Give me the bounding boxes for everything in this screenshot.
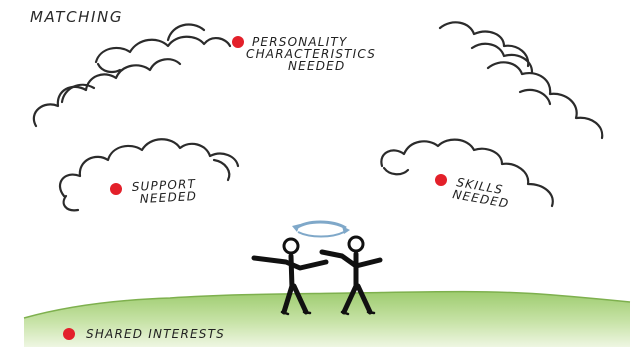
diagram-title: MATCHING (30, 8, 123, 26)
label-support-line2: NEEDED (139, 189, 197, 206)
stick-figure-icon-right (319, 235, 383, 316)
label-personality-line1: PERSONALITY (252, 35, 348, 49)
bullet-icon-shared-interests (63, 328, 75, 340)
label-personality-line3: NEEDED (288, 59, 345, 73)
cloud-icon-top-right (438, 21, 604, 140)
grass-hill (23, 290, 631, 347)
cloud-icon-skills (380, 138, 554, 208)
swap-arrow-icon (292, 220, 350, 238)
cloud-icon-top-left (32, 23, 232, 128)
bullet-icon-personality (232, 36, 244, 48)
cloud-icon-support (58, 138, 240, 212)
bullet-icon-support (110, 183, 122, 195)
label-shared-interests: SHARED INTERESTS (86, 327, 225, 341)
label-personality-line2: CHARACTERISTICS (246, 47, 376, 61)
bullet-icon-skills (435, 174, 447, 186)
label-support-line1: SUPPORT (131, 177, 197, 194)
stick-figure-icon-left (251, 237, 329, 316)
